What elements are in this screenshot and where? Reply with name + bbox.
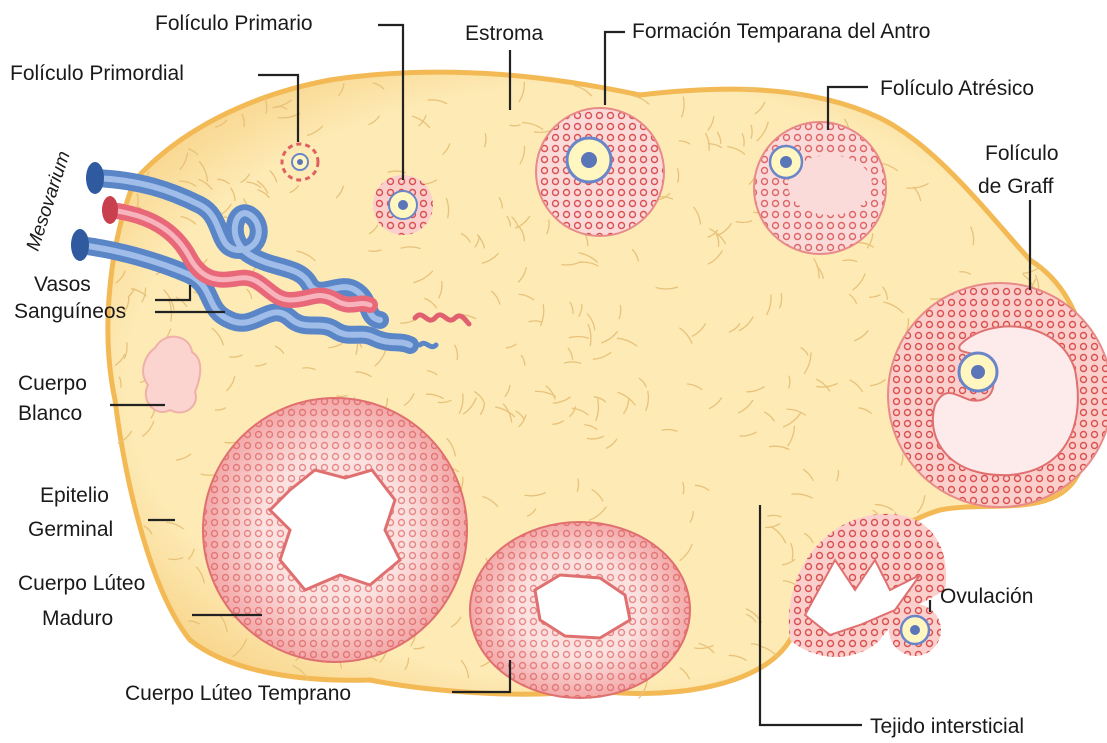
label-albicans-line2: Blanco <box>18 402 82 425</box>
label-mature-luteum-line1: Cuerpo Lúteo <box>18 572 145 595</box>
primary-follicle <box>373 175 433 235</box>
label-interstitial-tissue: Tejido intersticial <box>870 715 1024 738</box>
label-albicans-line1: Cuerpo <box>18 372 87 395</box>
label-atretic-follicle: Folículo Atrésico <box>880 77 1034 100</box>
vein-opening-upper <box>86 162 104 194</box>
label-primordial-follicle: Folículo Primordial <box>10 62 184 85</box>
atretic-follicle <box>754 122 886 254</box>
label-primary-follicle: Folículo Primario <box>155 12 313 35</box>
early-antrum-follicle <box>536 108 664 236</box>
label-mesovarium: Mesovarium <box>23 149 75 254</box>
label-early-luteum: Cuerpo Lúteo Temprano <box>125 682 351 705</box>
label-vessels-line1: Vasos <box>34 273 91 296</box>
label-mature-luteum-line2: Maduro <box>42 607 113 630</box>
graafian-follicle <box>888 283 1107 507</box>
mature-corpus-luteum <box>203 398 467 662</box>
label-graafian-line1: Folículo <box>985 142 1059 165</box>
label-epithelium-line1: Epitelio <box>40 484 109 507</box>
vein-opening-lower <box>71 229 89 261</box>
label-epithelium-line2: Germinal <box>28 518 113 541</box>
label-graafian-line2: de Graff <box>978 175 1054 198</box>
label-early-antrum: Formación Temparana del Antro <box>632 20 930 43</box>
artery-opening <box>102 196 118 224</box>
early-corpus-luteum <box>470 522 690 698</box>
label-vessels-line2: Sanguíneos <box>14 300 126 323</box>
label-ovulation: Ovulación <box>940 585 1033 608</box>
label-stroma: Estroma <box>465 22 544 45</box>
